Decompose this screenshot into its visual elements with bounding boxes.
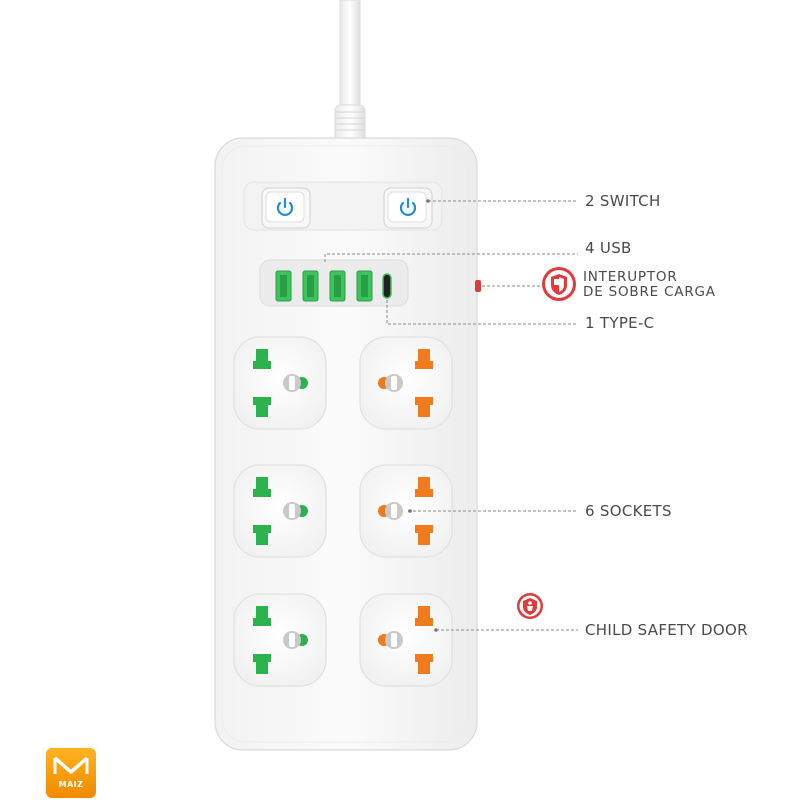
logo-mark-icon xyxy=(53,756,89,774)
switch-button-right[interactable] xyxy=(383,187,433,229)
shield-icon xyxy=(542,267,576,301)
socket[interactable] xyxy=(233,336,327,430)
callout-child-door-label: CHILD SAFETY DOOR xyxy=(585,621,748,639)
power-cord xyxy=(334,0,366,144)
socket[interactable] xyxy=(233,464,327,558)
power-icon xyxy=(399,197,417,216)
switch-button-left[interactable] xyxy=(261,187,311,229)
callout-sockets-label: 6 SOCKETS xyxy=(585,502,672,520)
callout-switch-label: 2 SWITCH xyxy=(585,192,661,210)
callout-typec-label: 1 TYPE-C xyxy=(585,314,655,332)
socket[interactable] xyxy=(233,593,327,687)
child-lock-icon xyxy=(517,593,543,619)
overload-breaker-button[interactable] xyxy=(475,280,481,292)
socket[interactable] xyxy=(359,464,453,558)
brand-logo: MAIZ xyxy=(46,748,96,798)
socket[interactable] xyxy=(359,593,453,687)
socket[interactable] xyxy=(359,336,453,430)
usb-a-ports xyxy=(275,270,373,302)
logo-text: MAIZ xyxy=(58,780,84,789)
callout-breaker-label-2: DE SOBRE CARGA xyxy=(583,284,716,300)
callout-lines xyxy=(324,200,578,631)
power-icon xyxy=(276,197,294,216)
callout-usb-label: 4 USB xyxy=(585,239,632,257)
usb-c-port[interactable] xyxy=(382,273,392,299)
socket-grid xyxy=(233,336,453,687)
callout-breaker-label-1: INTERUPTOR xyxy=(583,269,678,285)
